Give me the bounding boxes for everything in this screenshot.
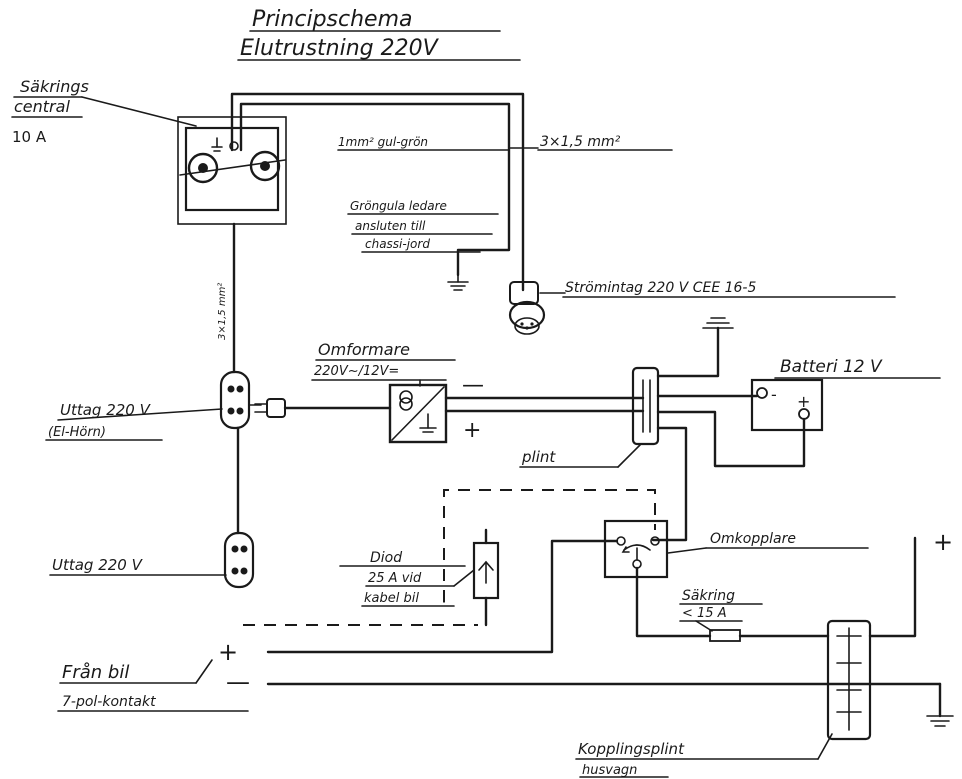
fuse-central-rating: 10 A bbox=[12, 128, 47, 146]
from-car-connector: 7-pol-kontakt bbox=[62, 694, 156, 710]
ground-note-3: chassi-jord bbox=[365, 237, 430, 251]
battery-label: Batteri 12 V bbox=[780, 357, 883, 377]
fuse-central-label-1: Säkrings bbox=[20, 77, 89, 96]
wire-3x-label: 3×1,5 mm² bbox=[540, 134, 621, 150]
ground-icon-top bbox=[702, 317, 734, 329]
fuse-icon bbox=[709, 629, 741, 642]
fuse-central-leader bbox=[81, 96, 197, 127]
title-line-1: Principschema bbox=[252, 7, 413, 32]
converter-minus: — bbox=[462, 373, 484, 398]
terminal-label-2: husvagn bbox=[582, 763, 637, 778]
car-minus: — bbox=[226, 668, 250, 696]
wire-plint-ground bbox=[656, 326, 720, 378]
outlet-2-icon bbox=[223, 531, 255, 589]
converter-label-2: 220V~/12V= bbox=[314, 364, 399, 379]
title-line-2: Elutrustning 220V bbox=[240, 36, 440, 61]
battery-plus: + bbox=[797, 392, 810, 411]
diode-label-3: kabel bil bbox=[364, 591, 419, 606]
inlet-label: Strömintag 220 V CEE 16-5 bbox=[565, 280, 756, 296]
power-inlet-icon bbox=[508, 281, 546, 335]
terminal-block bbox=[826, 619, 872, 741]
fuse-value: < 15 A bbox=[682, 606, 727, 621]
outlet-1-sublabel: (El-Hörn) bbox=[48, 425, 106, 440]
converter-label-1: Omformare bbox=[318, 340, 410, 359]
fuse-central-label-2: central bbox=[14, 97, 70, 116]
ground-icon-right bbox=[926, 715, 954, 727]
wire-green-label: 1mm² gul-grön bbox=[338, 135, 428, 149]
fuse-central-box bbox=[177, 116, 287, 225]
ground-note-1: Gröngula ledare bbox=[350, 199, 447, 213]
diode-label-2: 25 A vid bbox=[368, 571, 422, 586]
battery-box bbox=[750, 378, 824, 432]
fuse-label: Säkring bbox=[682, 588, 735, 604]
plint-label: plint bbox=[521, 448, 556, 466]
converter-box bbox=[388, 383, 448, 444]
switch-label: Omkopplare bbox=[710, 531, 796, 547]
diode-label-1: Diod bbox=[370, 550, 402, 566]
wire-plint-battery-plus bbox=[656, 410, 806, 468]
wire-ground bbox=[239, 102, 511, 277]
car-plus: + bbox=[218, 638, 238, 666]
from-car-label: Från bil bbox=[62, 662, 129, 683]
converter-plus: + bbox=[463, 418, 481, 443]
dashed-line-upper bbox=[443, 489, 656, 602]
ground-note-2: ansluten till bbox=[355, 219, 426, 233]
diode-icon bbox=[472, 528, 500, 627]
wire-switch-fuse bbox=[635, 566, 712, 638]
wire-terminal-plus bbox=[868, 536, 917, 638]
wire-switch-carplus bbox=[266, 539, 619, 654]
chassis-ground-icon bbox=[447, 274, 469, 291]
output-plus: + bbox=[933, 528, 953, 556]
wire-phase bbox=[230, 92, 525, 292]
outlet-1-icon bbox=[219, 370, 251, 430]
terminal-label-1: Kopplingsplint bbox=[578, 740, 685, 758]
wire-plint-switch bbox=[651, 426, 688, 542]
outlet-2-label: Uttag 220 V bbox=[52, 556, 144, 574]
plint-block bbox=[631, 366, 660, 446]
wire-vertical-label: 3×1,5 mm² bbox=[217, 283, 228, 340]
plug-icon bbox=[248, 398, 286, 418]
battery-minus: - bbox=[771, 385, 777, 404]
